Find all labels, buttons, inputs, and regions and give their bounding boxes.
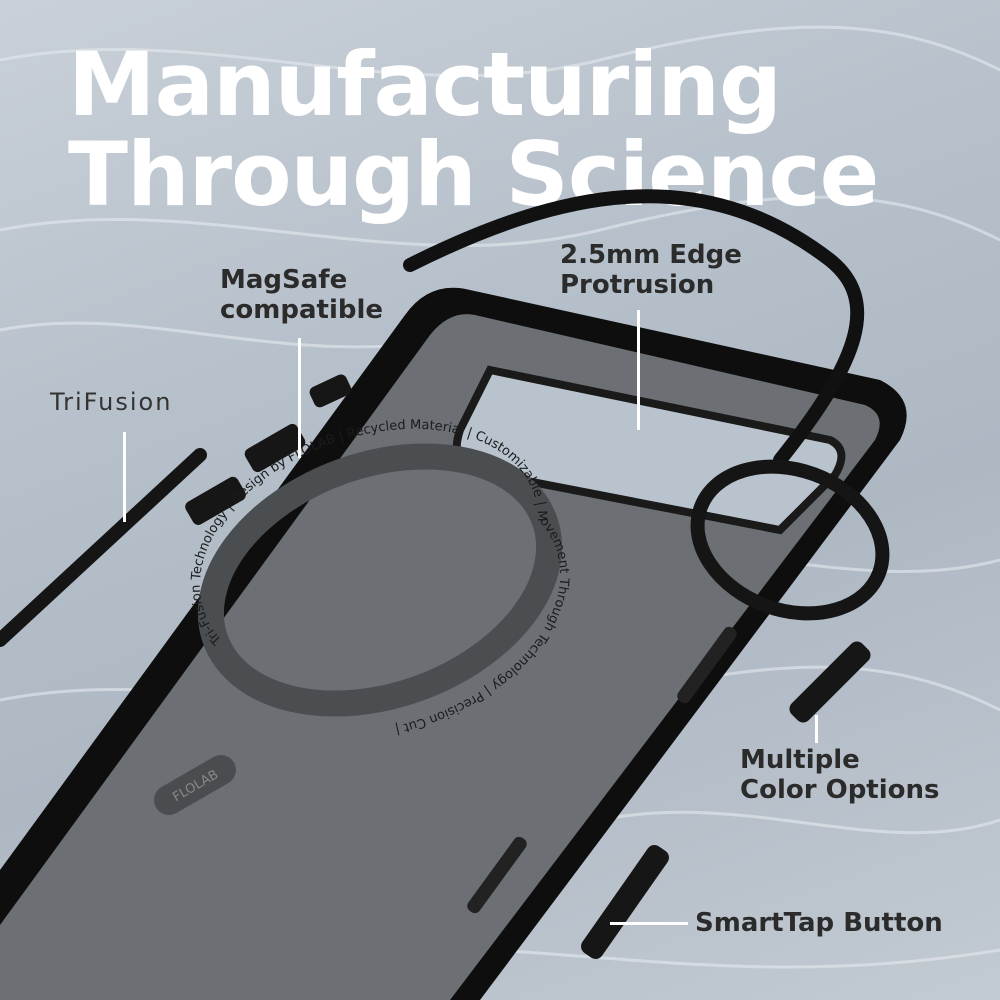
leader-line [298,338,301,458]
trifusion-strip [0,448,207,647]
leader-line [815,715,818,743]
callout-edge-line-2: Protrusion [560,270,715,300]
phone-case: FLOLAB [0,287,907,1000]
case-logo-badge [154,755,236,815]
callout-smarttap: SmartTap Button [695,908,943,938]
camera-cutout [452,365,846,535]
callout-magsafe-line-2: compatible [220,295,384,325]
headline-line-2: Through Science [68,123,879,226]
callout-color-options: Multiple Color Options [740,745,940,805]
side-button [677,626,737,704]
edge-bumper [403,189,865,467]
callout-magsafe-line-1: MagSafe [220,265,348,295]
trifusion-logo: TriFusion [50,388,173,416]
camera-ring [690,459,890,621]
callout-edge-protrusion: 2.5mm Edge Protrusion [560,240,742,300]
callout-colors-line-2: Color Options [740,775,940,805]
headline: Manufacturing Through Science [68,33,879,226]
leader-line [123,432,126,522]
button-pieces [185,374,871,959]
callout-edge-line-1: 2.5mm Edge [560,240,742,270]
side-button [467,836,527,914]
headline-line-1: Manufacturing [68,33,782,136]
callout-magsafe: MagSafe compatible [220,265,383,325]
leader-line [610,922,688,925]
leader-line [637,310,640,430]
callout-colors-line-1: Multiple [740,745,860,775]
